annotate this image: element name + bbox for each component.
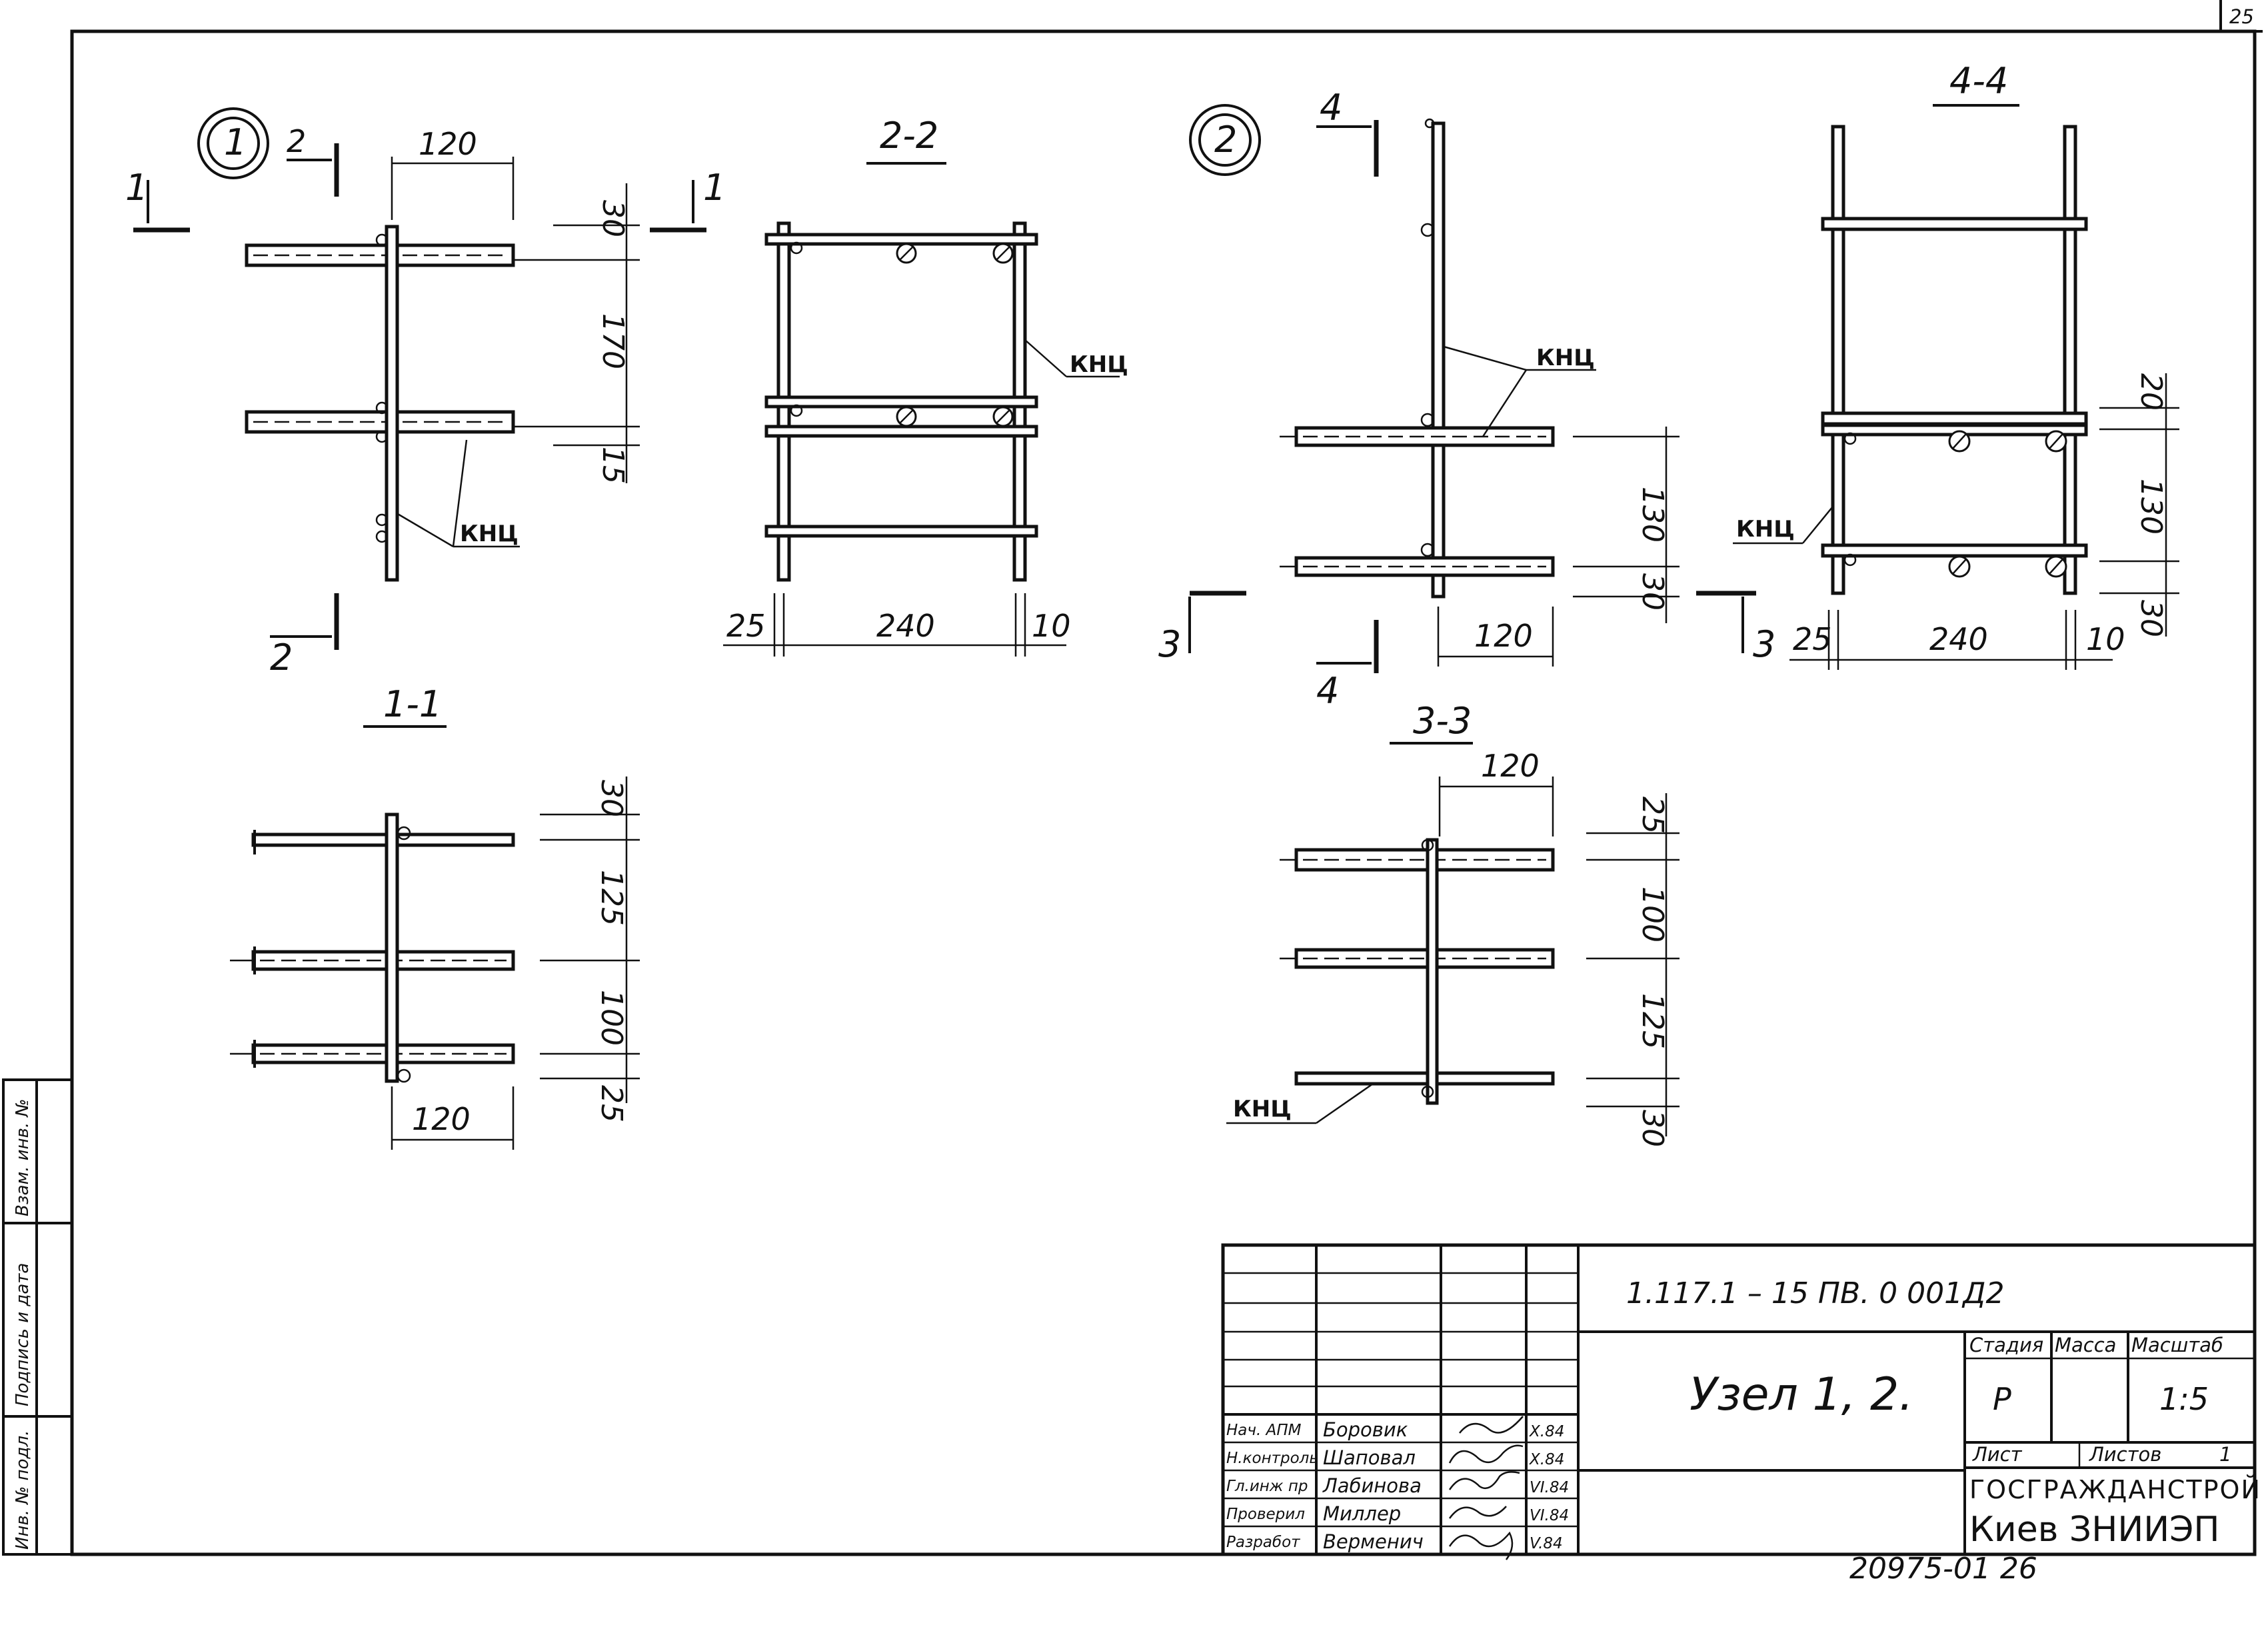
staff-date: VI.84 — [1530, 1507, 1569, 1524]
staff-row-1: Нач. АПМ Боровик Х.84 — [1226, 1416, 1564, 1441]
staff-name: Боровик — [1323, 1418, 1408, 1441]
staff-role: Проверил — [1226, 1506, 1305, 1523]
section-3-3-title: 3-3 — [1413, 700, 1472, 742]
section-4-4: 4-4 КНЦ 20 130 30 25 — [1733, 60, 2179, 670]
dim-125-3-3: 125 — [1636, 993, 1670, 1049]
cut-4-bottom: 4 — [1316, 670, 1339, 712]
dim-120-1-1: 120 — [412, 1101, 471, 1137]
node-1-view: 1 1 1 2 2 КНЦ 120 — [125, 107, 726, 679]
weld-label-node1: КНЦ — [460, 521, 519, 547]
dim-30-3-3: 30 — [1636, 1110, 1670, 1147]
section-2-2-title: 2-2 — [880, 115, 938, 157]
stage-header: Стадия — [1969, 1334, 2043, 1356]
dim-25-1-1: 25 — [594, 1085, 628, 1122]
dim-125-1-1: 125 — [594, 870, 628, 926]
staff-date: Х.84 — [1529, 1423, 1564, 1440]
weld-label-3-3: КНЦ — [1233, 1096, 1292, 1122]
side-inv-podl: Инв. № подл. — [13, 1430, 33, 1550]
staff-row-3: Гл.инж пр Лабинова VI.84 — [1226, 1471, 1569, 1497]
sheets-label: Листов — [2089, 1443, 2161, 1466]
staff-name: Миллер — [1323, 1502, 1401, 1525]
dim-240-4-4: 240 — [1929, 621, 1988, 657]
node-2-mark: 2 — [1214, 119, 1237, 161]
sheet-frame: 25 — [70, 0, 2263, 1556]
dim-20-4-4: 20 — [2134, 373, 2168, 411]
dim-120-3-3: 120 — [1481, 748, 1540, 784]
side-sign-date: Подпись и дата — [13, 1263, 33, 1406]
cut-2-top: 2 — [287, 123, 306, 159]
section-3-3: 3-3 120 КНЦ 25 100 125 30 — [1226, 700, 1680, 1147]
side-stamp: Инв. № подл. Подпись и дата Взам. инв. № — [2, 1078, 73, 1556]
stage-value: Р — [1993, 1381, 2011, 1417]
staff-row-5: Разработ Верменич V.84 — [1226, 1530, 1563, 1560]
side-vzam-inv: Взам. инв. № — [13, 1098, 33, 1216]
staff-role: Н.контроль — [1226, 1450, 1318, 1467]
dim-30-1-1: 30 — [594, 780, 628, 817]
cut-1-right: 1 — [703, 167, 726, 209]
staff-date: VI.84 — [1530, 1479, 1569, 1496]
dim-10-2-2: 10 — [1032, 608, 1071, 644]
sheet-label: Лист — [1972, 1443, 2023, 1466]
dim-240-2-2: 240 — [876, 608, 935, 644]
dim-25-2-2: 25 — [726, 608, 766, 644]
dim-100-3-3: 100 — [1636, 886, 1670, 942]
dim-30-node2: 30 — [1636, 573, 1670, 611]
staff-role: Гл.инж пр — [1226, 1478, 1308, 1495]
title-block: 1.117.1 – 15 ПВ. 0 001Д2 Узел 1, 2. Стад… — [1221, 1243, 2261, 1560]
section-1-1-title: 1-1 — [383, 683, 442, 725]
signature — [1459, 1416, 1524, 1434]
section-2-2: 2-2 КНЦ 25 240 10 — [723, 115, 1128, 657]
signature — [1448, 1506, 1507, 1519]
staff-role: Нач. АПМ — [1226, 1422, 1302, 1439]
section-1-1: 1-1 30 125 100 25 120 — [230, 683, 640, 1150]
dim-15-node1: 15 — [596, 447, 630, 484]
mass-header: Масса — [2055, 1334, 2116, 1356]
staff-date: V.84 — [1530, 1535, 1563, 1552]
section-4-4-title: 4-4 — [1949, 60, 2008, 102]
staff-name: Шаповал — [1323, 1446, 1416, 1469]
org-line-2: Киев ЗНИИЭП — [1969, 1510, 2220, 1550]
dim-10-4-4: 10 — [2086, 621, 2125, 657]
node-2-view: 2 4 4 3 3 КНЦ 130 30 — [1158, 87, 1775, 712]
doc-code: 1.117.1 – 15 ПВ. 0 001Д2 — [1626, 1276, 2004, 1310]
bottom-stamp: 20975-01 26 — [1849, 1552, 2037, 1586]
dim-100-1-1: 100 — [594, 990, 628, 1046]
dim-30-node1: 30 — [596, 200, 630, 237]
staff-date: Х.84 — [1529, 1451, 1564, 1468]
cut-4-top: 4 — [1320, 87, 1342, 129]
dim-25-3-3: 25 — [1636, 797, 1670, 834]
staff-name: Верменич — [1323, 1530, 1424, 1553]
cut-2-bottom: 2 — [270, 637, 293, 679]
staff-row-4: Проверил Миллер VI.84 — [1226, 1502, 1569, 1525]
dim-120-node2: 120 — [1474, 618, 1533, 654]
staff-row-2: Н.контроль Шаповал Х.84 — [1226, 1444, 1564, 1469]
org-line-1: ГОСГРАЖДАНСТРОЙ — [1969, 1475, 2261, 1504]
cut-3-right: 3 — [1753, 623, 1775, 665]
dim-120-node1: 120 — [419, 126, 477, 162]
scale-value: 1:5 — [2159, 1381, 2209, 1417]
dim-170-node1: 170 — [596, 313, 630, 369]
staff-role: Разработ — [1226, 1534, 1300, 1551]
weld-label-4-4: КНЦ — [1736, 516, 1795, 543]
dim-25-4-4: 25 — [1793, 621, 1832, 657]
weld-label-node2: КНЦ — [1536, 345, 1595, 371]
staff-name: Лабинова — [1322, 1474, 1422, 1497]
signature — [1448, 1531, 1514, 1560]
dim-130-4-4: 130 — [2134, 479, 2168, 535]
sheet-number: 25 — [2229, 5, 2254, 28]
weld-label-2-2: КНЦ — [1070, 351, 1128, 378]
cut-1-left: 1 — [125, 167, 148, 209]
node-1-mark: 1 — [224, 121, 247, 163]
sheets-value: 1 — [2219, 1443, 2231, 1466]
scale-header: Масштаб — [2131, 1334, 2223, 1356]
signature — [1448, 1471, 1520, 1490]
cut-3-left: 3 — [1158, 623, 1181, 665]
dim-130-node2: 130 — [1636, 487, 1670, 543]
dim-30-4-4: 30 — [2134, 600, 2168, 637]
drawing-title: Узел 1, 2. — [1690, 1368, 1913, 1421]
signature — [1448, 1444, 1524, 1464]
